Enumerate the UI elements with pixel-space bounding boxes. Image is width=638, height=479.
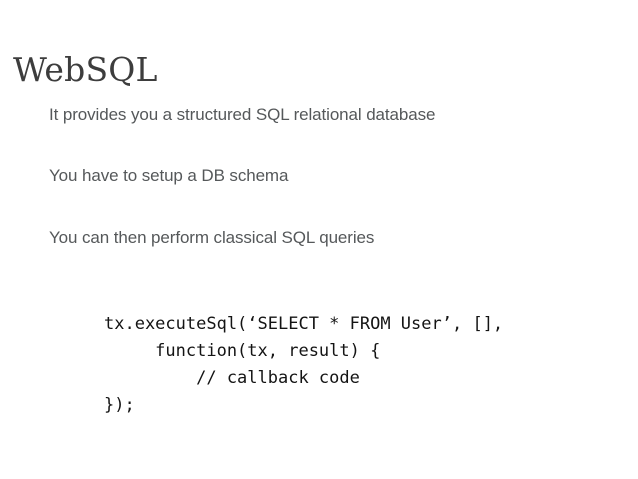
bullet-item: It provides you a structured SQL relatio… <box>49 105 436 124</box>
bullet-list: It provides you a structured SQL relatio… <box>49 104 609 248</box>
bullet-item: You have to setup a DB schema <box>49 166 289 186</box>
page-title: WebSQL <box>13 50 158 90</box>
code-block: tx.executeSql(‘SELECT * FROM User’, [], … <box>104 314 504 415</box>
bullet-item: You can then perform classical SQL queri… <box>49 227 375 247</box>
